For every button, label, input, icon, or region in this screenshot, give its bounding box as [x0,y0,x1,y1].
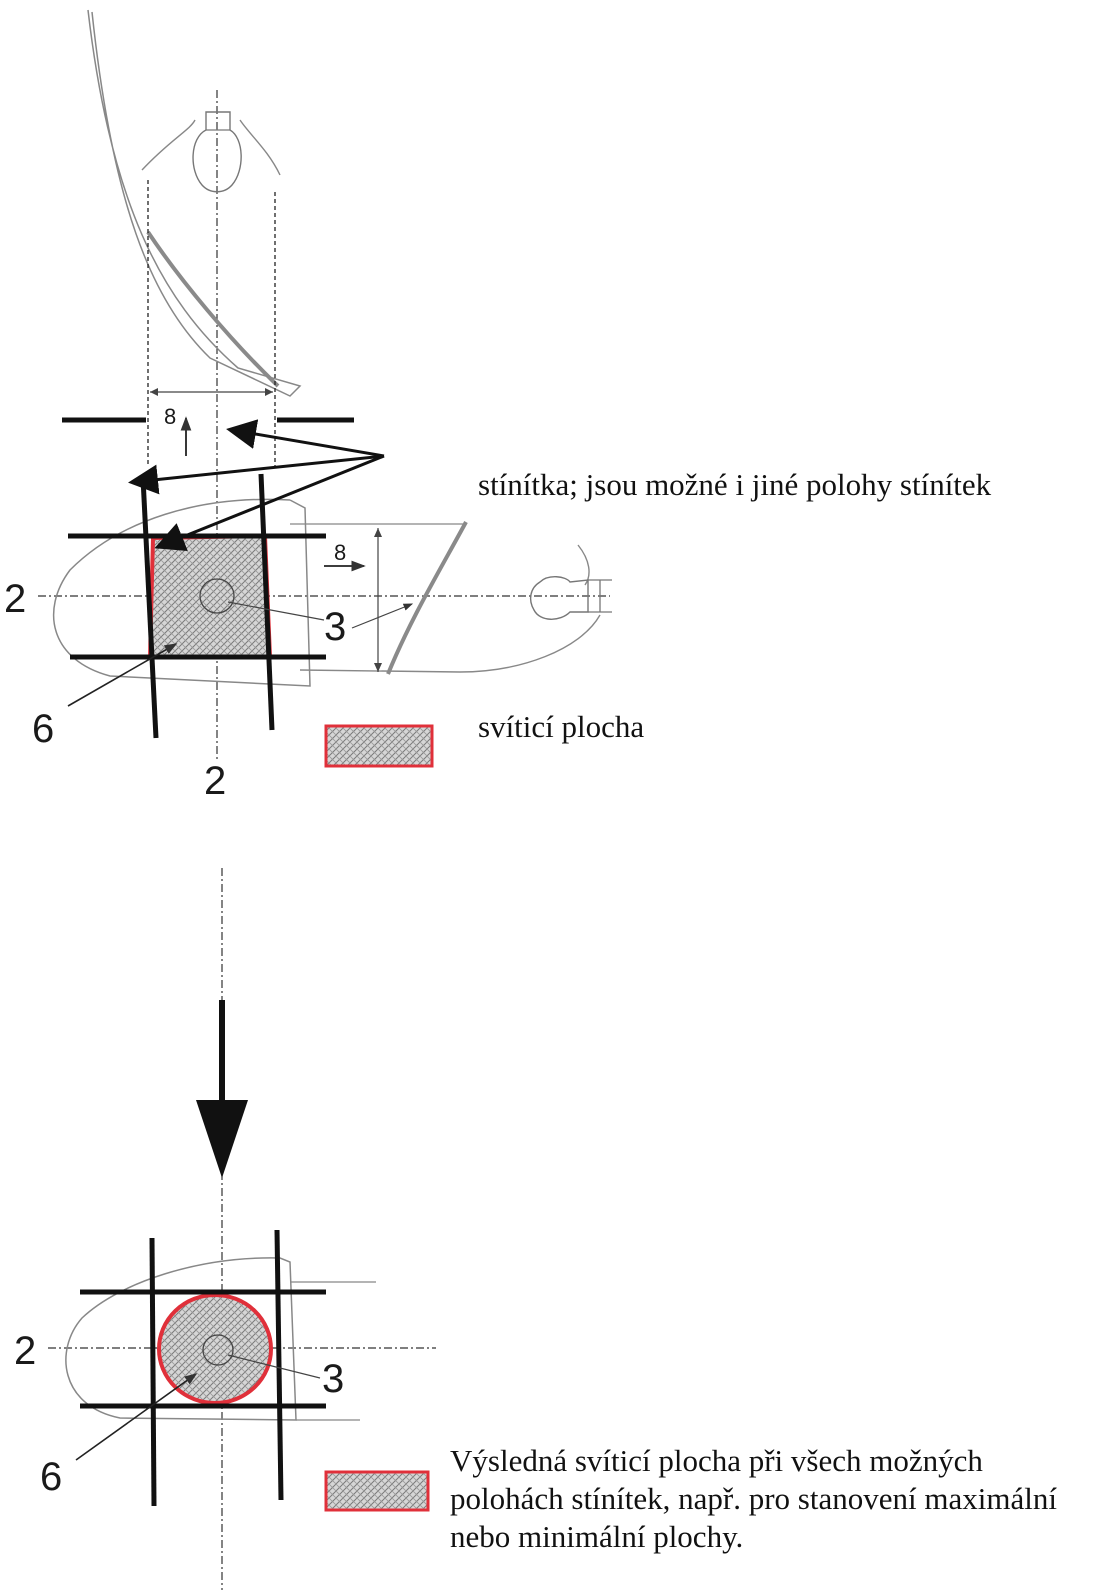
screen-bottom-v-left [149,1237,157,1507]
ref-point-label-bottom: 3 [322,1357,344,1401]
lamp-bulb-side [529,576,589,620]
leader-area-top [67,643,178,707]
reference-circle-top [199,578,235,614]
legend-swatch-illuminating [324,724,434,768]
axis-label-top-left: 2 [4,577,26,621]
area-ref-label-top: 6 [32,707,54,751]
ref-point-label-top: 3 [324,605,346,649]
illuminating-surface [147,533,273,659]
side-view-top: 8 3 6 2 2 [4,419,612,803]
housing-side-outline [52,498,311,687]
leader-ref-point-top [227,601,325,621]
housing-shoulder [141,119,281,176]
screen-vertical-left [140,477,159,739]
top-view: 8 [62,9,354,760]
lens-curve-side [386,521,468,675]
reference-circle-bottom [202,1334,234,1366]
direction-label-vertical: 8 [164,404,176,429]
note-screens: stínítka; jsou možné i jiné polohy stíní… [478,467,992,502]
housing-side-bottom [299,544,601,673]
axis-label-bottom-left: 2 [14,1329,36,1373]
note-illuminating-surface: svíticí plocha [478,709,645,744]
transition-arrow [196,868,248,1590]
lamp-bulb-top [192,111,242,193]
direction-label-horizontal: 8 [334,540,346,565]
leader-area-bottom [75,1373,198,1461]
pointer-arrow-3 [154,454,385,551]
pointer-arrow-2 [128,454,385,495]
legend-swatch-resulting [324,1470,430,1512]
leader-ref-point-bottom [227,1354,321,1379]
pointer-arrow-1 [226,419,385,458]
resulting-surface [157,1293,273,1405]
leader-ref-lens [351,603,414,629]
housing-outline-bottom [65,1257,297,1421]
screen-vertical-right [258,473,275,731]
screen-bottom-v-right [274,1229,284,1501]
area-ref-label-bottom: 6 [40,1455,62,1499]
note-resulting-surface: Výsledná svíticí plocha při všech možnýc… [450,1443,1057,1554]
housing-outline [87,9,302,397]
bottom-view: 3 6 2 [14,1229,436,1507]
lens-curve-top [146,230,280,388]
axis-label-top-bottom: 2 [204,759,226,803]
